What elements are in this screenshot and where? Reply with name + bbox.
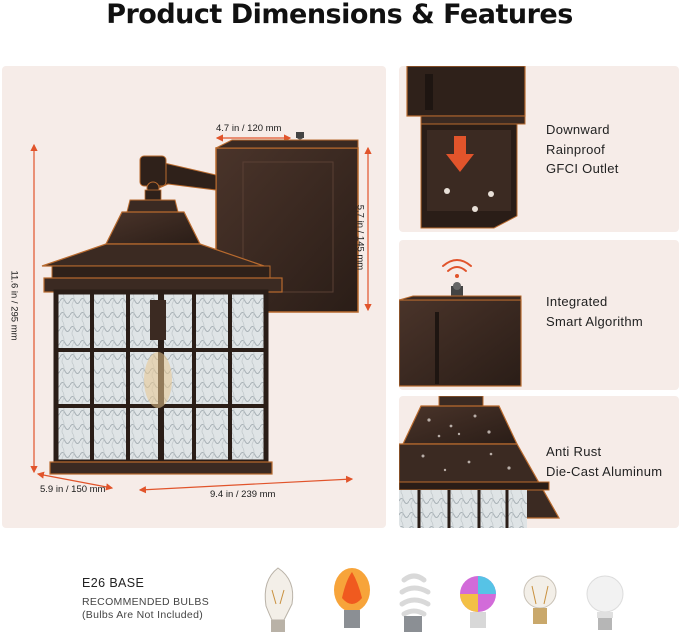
lamp-arm [139,155,217,195]
lantern-width-label: 5.9 in / 150 mm [40,484,106,495]
box-height-label: 5.7 in / 145 mm [354,204,366,271]
bulb-recommendation: RECOMMENDED BULBS (Bulbs Are Not Include… [82,596,209,622]
box-width-label: 4.7 in / 120 mm [216,123,282,134]
page-title: Product Dimensions & Features [106,0,573,30]
dimension-arrows [30,134,372,494]
gfci-outlet-illustration [406,66,526,229]
feature-line: Integrated [546,294,608,309]
lantern-roof-icon [399,396,561,528]
bulb-base-heading: E26 BASE [82,576,145,590]
wifi-signal-icon [442,259,472,278]
feature-line: GFCI Outlet [546,161,619,176]
feature-text-gfci: Downward Rainproof GFCI Outlet [546,120,619,179]
feature-card-anti-rust: Anti Rust Die-Cast Aluminum [399,396,679,528]
bulb-sub-line: (Bulbs Are Not Included) [82,609,204,621]
feature-line: Rainproof [546,141,606,157]
arrow-down-icon [446,136,474,172]
feature-card-gfci: Downward Rainproof GFCI Outlet [399,66,679,232]
feature-line: Smart Algorithm [546,313,643,329]
lantern-roof [41,189,283,293]
feature-line: Die-Cast Aluminum [546,463,663,479]
total-height-label: 11.6 in / 295 mm [8,270,20,341]
total-depth-label: 9.4 in / 239 mm [210,489,276,500]
feature-line: Downward [546,122,610,137]
feature-text-anti-rust: Anti Rust Die-Cast Aluminum [546,442,662,481]
lantern-body [49,289,273,475]
feature-text-smart: Integrated Smart Algorithm [546,292,643,331]
feature-card-smart: Integrated Smart Algorithm [399,240,679,390]
bulb-sub-line: RECOMMENDED BULBS [82,596,210,608]
feature-line: Anti Rust [546,444,602,459]
smart-sensor-illustration [399,259,522,387]
